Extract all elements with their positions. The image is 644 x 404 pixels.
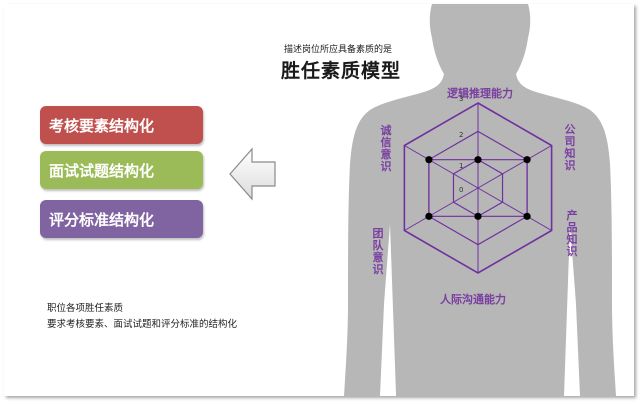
radar-data-point — [523, 156, 531, 164]
model-title: 胜任素质模型 — [281, 60, 402, 82]
tick-1: 1 — [459, 162, 464, 170]
radar-data-point — [523, 212, 531, 220]
radar-chart — [403, 102, 553, 274]
note-line-2: 要求考核要素、面试试题和评分标准的结构化 — [47, 319, 238, 330]
radar-data-point — [425, 156, 433, 164]
radar-spoke — [404, 145, 479, 189]
note-line-1: 职位各项胜任素质 — [47, 303, 124, 314]
tick-3: 3 — [459, 95, 464, 103]
axis-label-product-knowledge: 产品知识 — [566, 209, 578, 258]
radar-spoke — [477, 145, 552, 189]
radar-spoke — [404, 187, 479, 231]
tick-0: 0 — [459, 186, 464, 194]
slide: 描述岗位所应具备素质的是 胜任素质模型 考核要素结构化 面试试题结构化 评分标准… — [4, 4, 634, 396]
left-arrow-icon — [229, 147, 276, 201]
axis-label-logic: 逻辑推理能力 — [447, 87, 513, 100]
radar-data-point — [425, 212, 433, 220]
human-silhouette — [344, 4, 616, 396]
assessment-elements-button[interactable]: 考核要素结构化 — [40, 106, 203, 144]
radar-data-point — [474, 156, 482, 164]
model-subtitle: 描述岗位所应具备素质的是 — [284, 45, 393, 55]
axis-label-communication: 人际沟通能力 — [440, 293, 506, 306]
interview-questions-button[interactable]: 面试试题结构化 — [40, 151, 203, 189]
axis-label-company-knowledge: 公司知识 — [564, 123, 576, 172]
scoring-standards-button[interactable]: 评分标准结构化 — [40, 200, 203, 238]
tick-2: 2 — [459, 131, 464, 139]
axis-label-integrity: 诚信意识 — [380, 124, 392, 173]
radar-grid-ring — [403, 102, 553, 274]
radar-data-point — [474, 212, 482, 220]
radar-spoke — [477, 187, 552, 231]
axis-label-team: 团队意识 — [372, 227, 384, 276]
